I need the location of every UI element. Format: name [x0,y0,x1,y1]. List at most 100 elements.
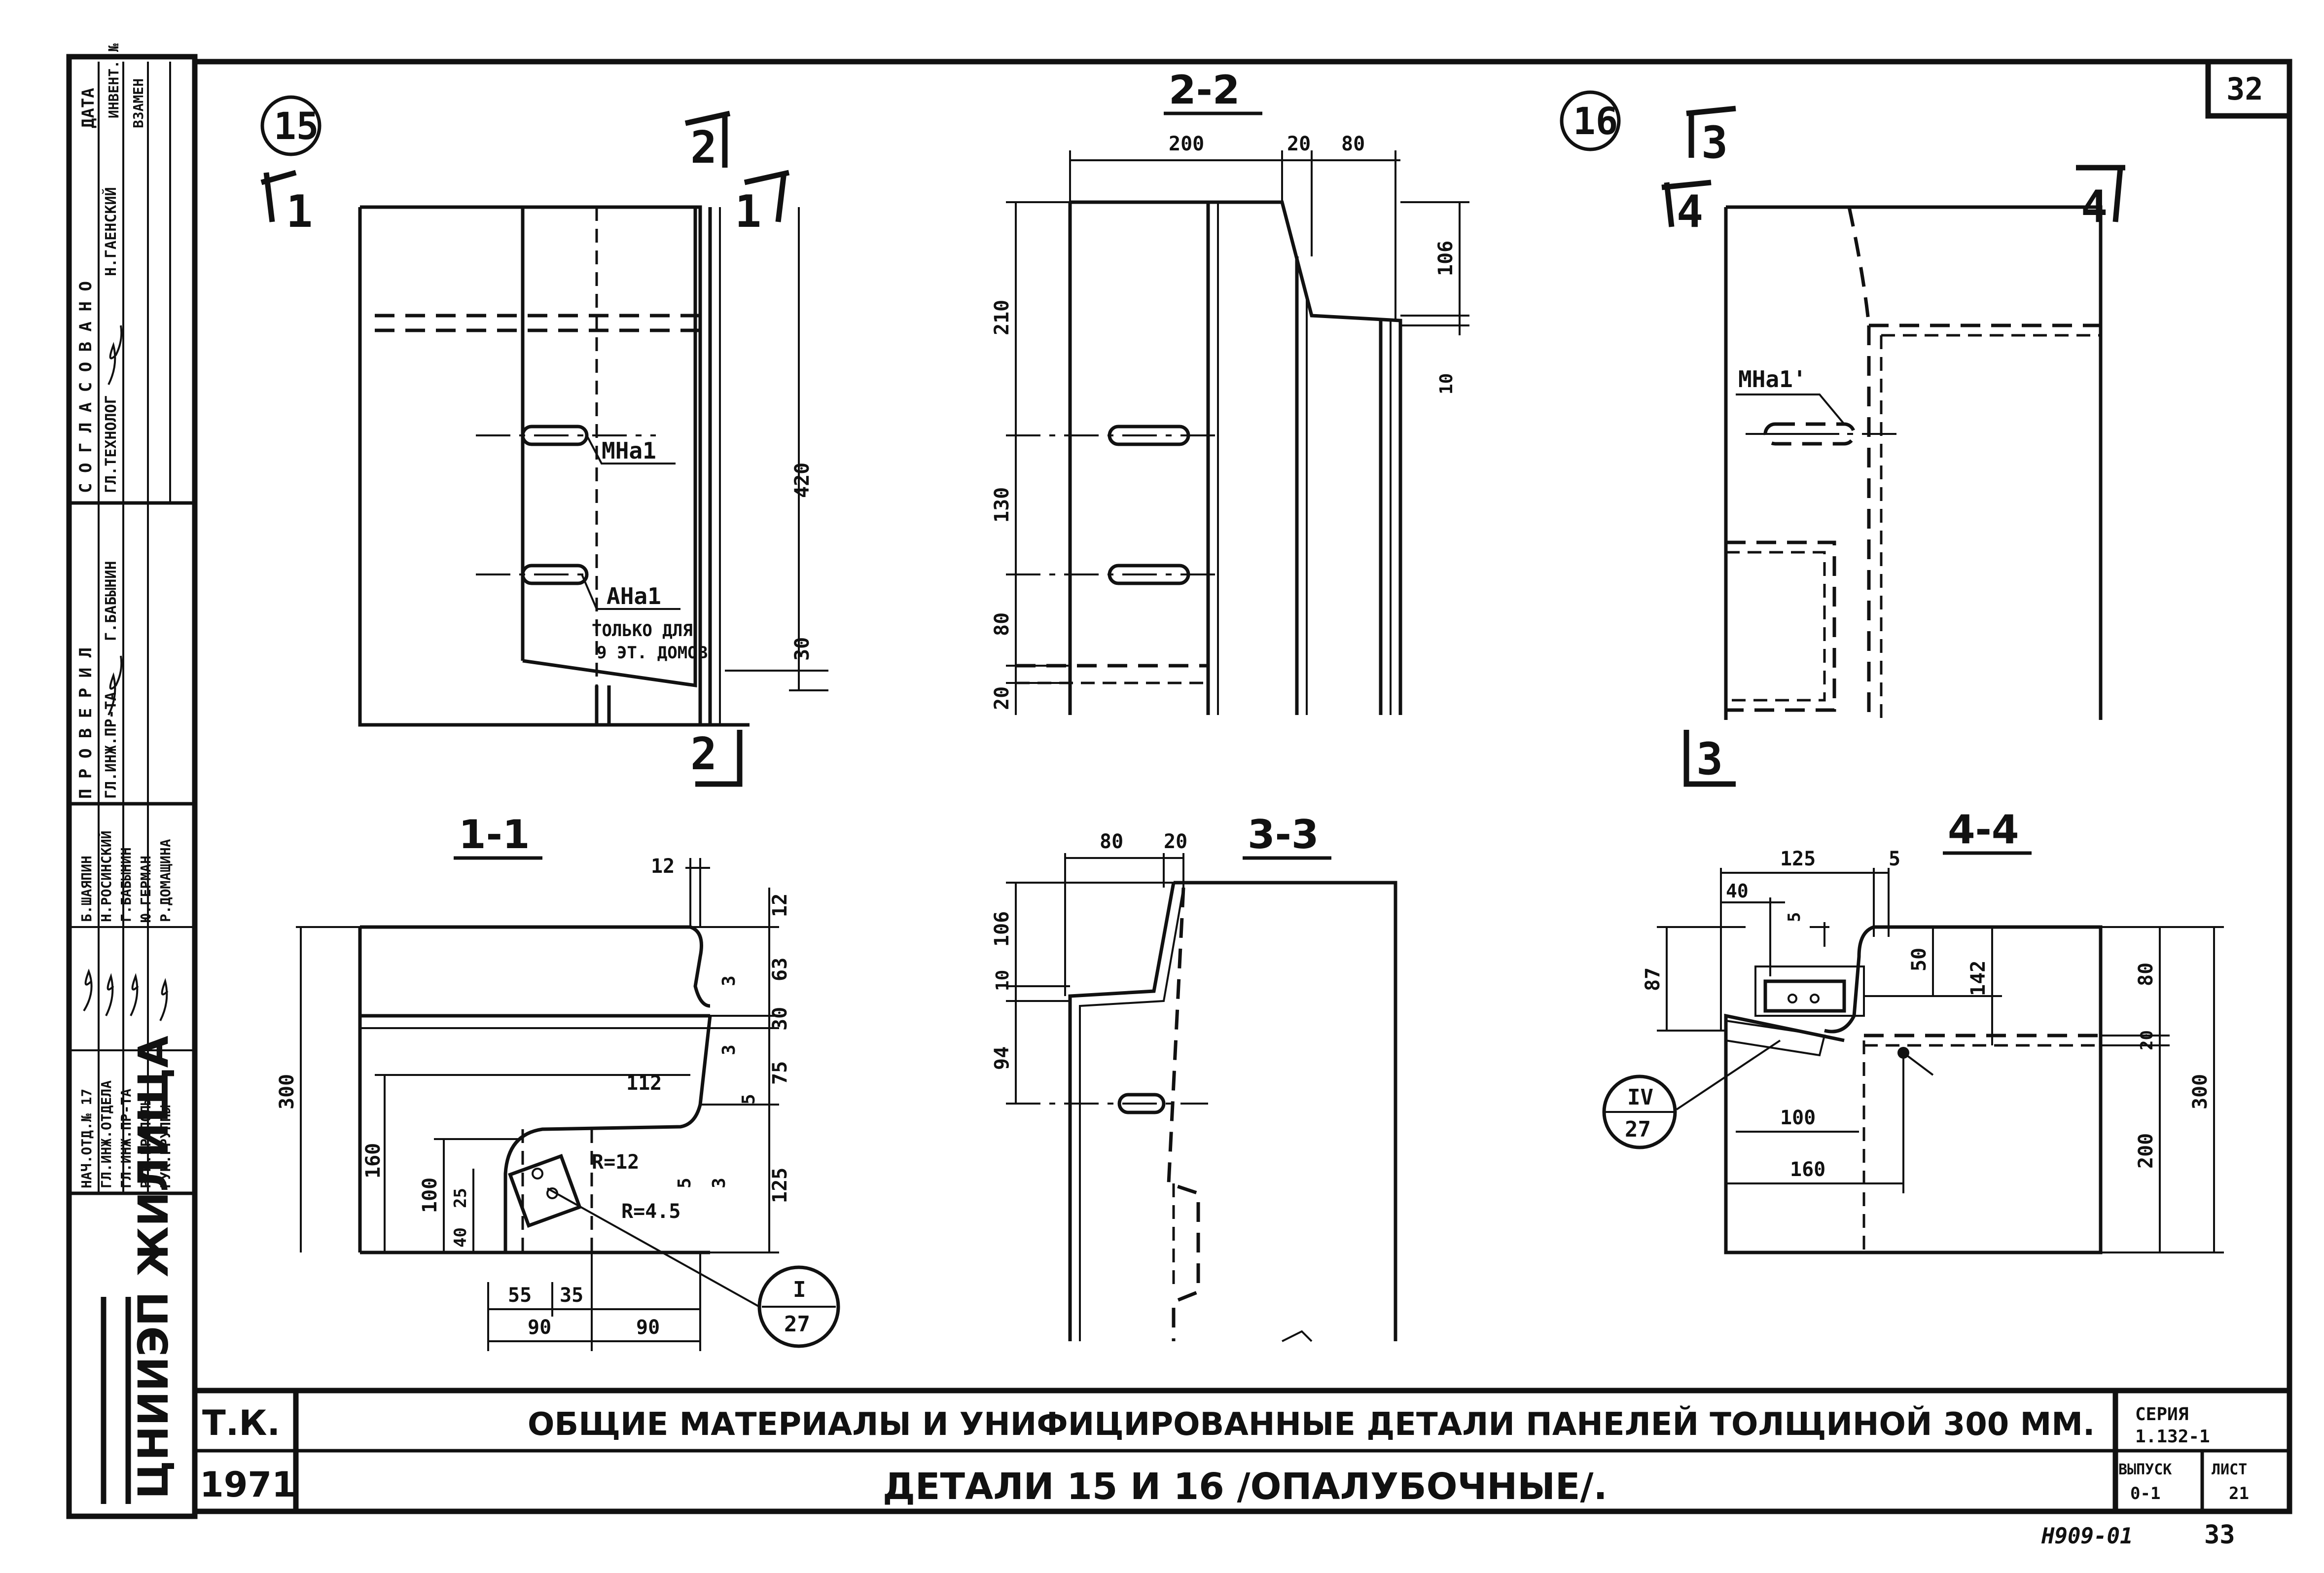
ref-4-bottom: 27 [1625,1117,1651,1142]
org-logo [101,1297,131,1504]
dim-11-112: 112 [626,1072,662,1095]
issue-value: 0-1 [2130,1484,2160,1503]
dim-11-63: 63 [769,958,791,981]
dim-44-160: 160 [1790,1158,1825,1181]
dim-44-20: 20 [2137,1030,2157,1050]
dim-11-40: 40 [451,1227,470,1248]
approval-inv-label: ИНВЕНТ. № [106,43,122,118]
title-line-1: ОБЩИЕ МАТЕРИАЛЫ И УНИФИЦИРОВАННЫЕ ДЕТАЛИ… [528,1405,2095,1443]
checked-label: П Р О В Е Р И Л [76,647,96,799]
approval-header: С О Г Л А С О В А Н О [76,281,96,493]
dim-11-12: 12 [769,894,791,917]
dim-44-87: 87 [1642,967,1664,991]
inventory-number: Н909-01 [2041,1524,2133,1549]
dim-11-35: 35 [560,1284,583,1307]
section-3-3-title: 3-3 [1248,812,1319,858]
dim-11-5a: 5 [739,1094,759,1105]
dim-11-12-top: 12 [651,855,675,878]
tk-label: Т.К. [202,1403,280,1443]
dim-2-20b: 20 [991,686,1013,710]
dim-11-55: 55 [508,1284,532,1307]
ref-4-top: IV [1627,1085,1653,1110]
dim-33-80: 80 [1100,830,1123,853]
issue-label: ВЫПУСК [2118,1461,2172,1478]
label-only-for-1: ТОЛЬКО ДЛЯ [592,621,693,641]
dim-11-25: 25 [451,1188,470,1208]
detail-16: 16 3 4 4 3 МНа1' [1560,90,2125,787]
dim-11-3b: 3 [719,1044,739,1055]
ref-1-bottom: 27 [784,1312,810,1337]
approval-replace-label: ВЗАМЕН [130,78,146,128]
dim-2-20: 20 [1287,133,1311,155]
dim-44-5b: 5 [1785,912,1804,922]
mark-3-top: 3 [1701,117,1728,169]
dim-2-200: 200 [1169,133,1204,155]
series-value: 1.132-1 [2135,1427,2210,1447]
dim-44-5a: 5 [1889,848,1900,870]
approval-strip [69,62,195,1195]
label-r12: R=12 [592,1151,639,1174]
name-3: Ю.ГЕРМАН [138,856,154,922]
role-2: ГЛ.ИНЖ.ПР-ТА [118,1089,134,1188]
dim-44-142: 142 [1967,961,1990,996]
dim-15-420: 420 [791,463,814,498]
dim-11-30: 30 [769,1007,791,1031]
mark-1-right: 1 [735,186,761,238]
dim-33-94: 94 [991,1046,1013,1070]
dim-33-106: 106 [991,911,1013,947]
detail-15: 15 1 2 1 2 МНа1 АНа1 ТОЛЬКО ДЛЯ 9 ЭТ. ДО… [260,95,828,787]
org-name: ЦНИИЭП ЖИЛИЩА [129,1036,178,1499]
dim-44-200: 200 [2135,1133,2157,1169]
dim-11-125: 125 [769,1168,791,1203]
label-ana1: АНа1 [607,583,661,609]
dim-2-210: 210 [991,300,1013,335]
sheet-number-bottom: 33 [2204,1520,2235,1550]
dim-2-130: 130 [991,487,1013,523]
label-mna1-prime: МНа1' [1738,366,1806,393]
approval-date-label: ДАТА [78,88,98,128]
mark-1-left: 1 [286,186,313,238]
dim-44-125: 125 [1780,848,1816,870]
dim-11-5b: 5 [675,1178,695,1188]
sheet-number-top: 32 [2226,71,2263,107]
dim-2-80: 80 [1341,133,1365,155]
dim-11-75: 75 [769,1061,791,1085]
dim-11-3c: 3 [709,1178,729,1188]
dim-44-50: 50 [1908,948,1931,971]
dim-11-90b: 90 [636,1316,660,1339]
detail-15-number: 15 [274,104,319,148]
role-0: НАЧ.ОТД.№ 17 [78,1089,95,1188]
label-mna1: МНа1 [602,437,656,464]
label-only-for-2: 9 ЭТ. ДОМОВ [597,643,708,663]
dim-11-90a: 90 [528,1316,551,1339]
detail-16-number: 16 [1573,99,1618,143]
dim-11-3a: 3 [719,975,739,986]
dim-15-30: 30 [791,637,814,661]
ref-circle-1 [757,1265,840,1348]
dim-2-10: 10 [1436,373,1457,394]
year: 1971 [200,1465,296,1505]
dim-11-160: 160 [362,1143,385,1179]
label-r45: R=4.5 [621,1200,680,1223]
ref-circle-4 [1602,1074,1677,1149]
tech-role: ГЛ.ТЕХНОЛОГ [103,395,120,493]
section-2-2-title: 2-2 [1169,67,1240,113]
name-1: Н.РОСИНСКИЙ [98,831,114,922]
dim-44-300: 300 [2189,1074,2212,1109]
mark-2-top: 2 [690,122,717,174]
dim-44-80: 80 [2135,963,2157,986]
dim-2-106: 106 [1434,241,1457,276]
mark-2-bottom: 2 [690,728,717,780]
sheet-frame [66,54,2292,1519]
section-3-3: 3-3 80 20 106 10 94 [991,812,1397,1342]
section-4-4-title: 4-4 [1948,807,2019,853]
dim-44-40: 40 [1726,880,1749,902]
dim-11-100: 100 [419,1178,441,1213]
detail-15-circle [260,95,322,156]
section-4-4: 4-4 125 5 40 5 87 50 142 [1602,807,2224,1254]
name-0: Б.ШАЯПИН [78,856,95,922]
dim-11-300: 300 [276,1074,298,1109]
section-2-2: 2-2 200 20 80 210 130 80 20 [991,67,1469,715]
dim-33-20: 20 [1164,830,1187,853]
